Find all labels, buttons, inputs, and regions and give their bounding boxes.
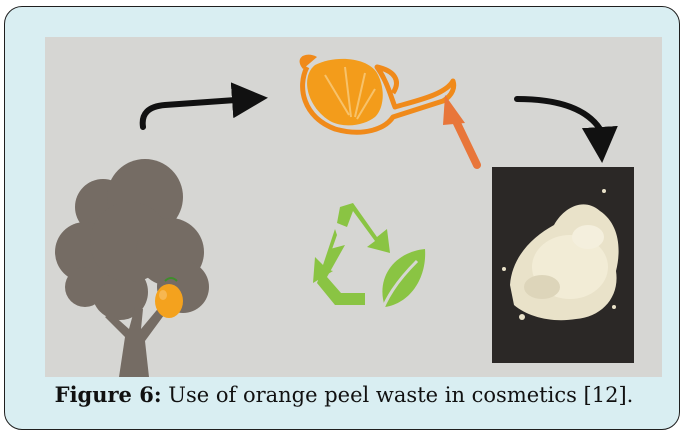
flow-arrow [517,99,601,145]
illustration-panel [45,37,662,377]
figure-caption: Figure 6: Use of orange peel waste in co… [0,382,688,407]
orange-peel-icon [300,55,454,133]
flow-arrow-orange [443,95,477,165]
recycle-leaf-icon [313,203,425,319]
figure-label: Figure 6: [55,382,162,407]
tree-icon [55,159,209,377]
flow-arrow [143,99,250,127]
figure-caption-text: Use of orange peel waste in cosmetics [1… [162,383,634,407]
figure-frame [4,6,680,430]
powder-pile [492,167,634,363]
powder-image [492,167,634,363]
